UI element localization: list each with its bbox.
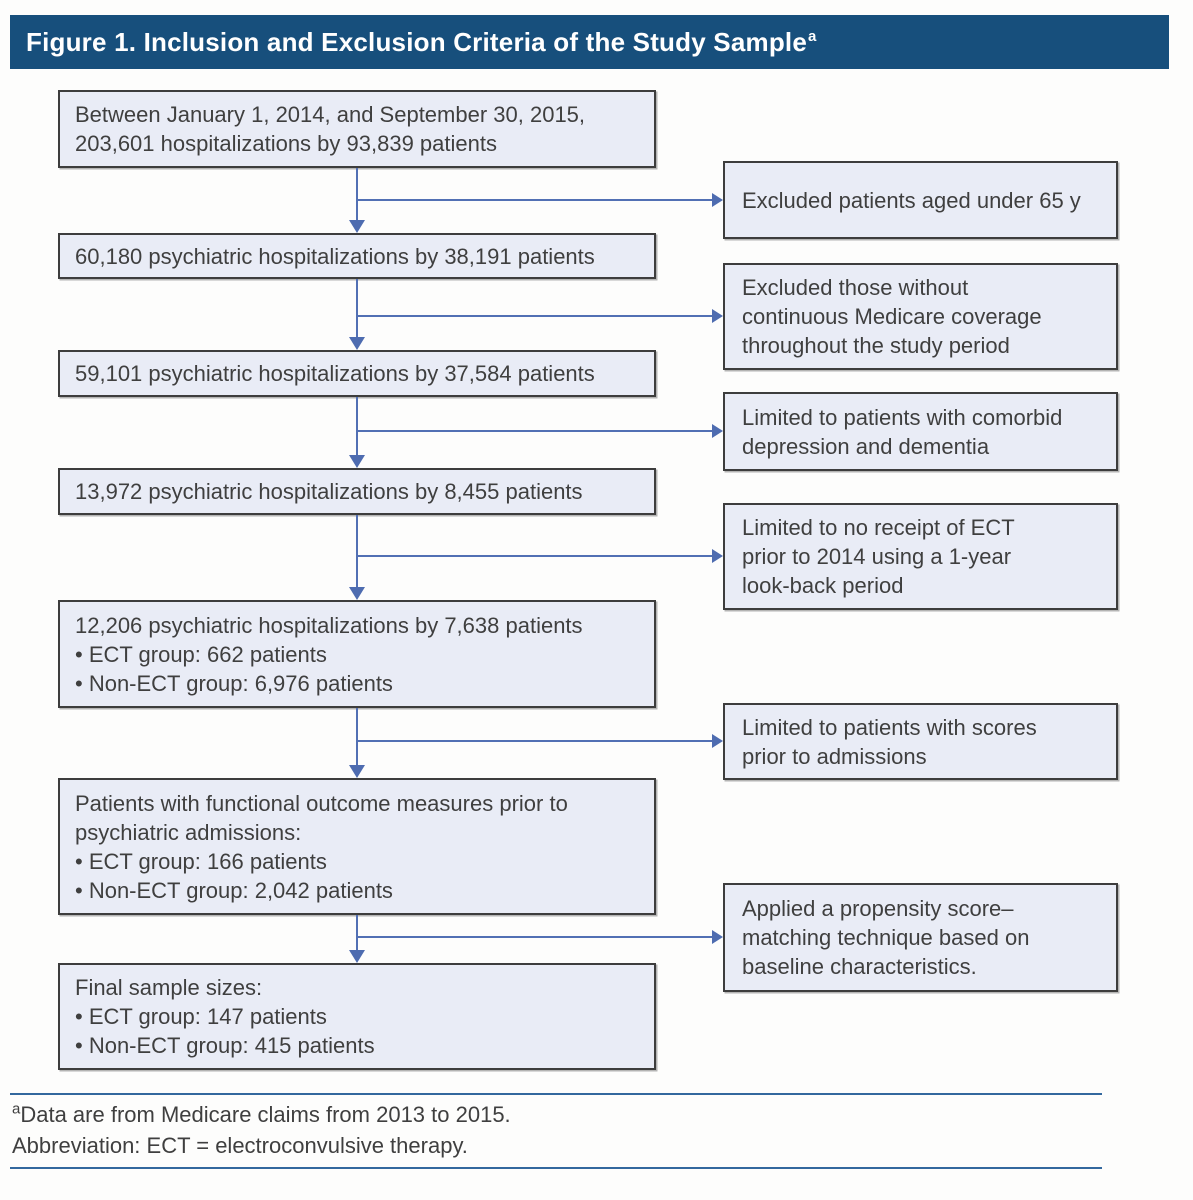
footnote-data-source-text: Data are from Medicare claims from 2013 … xyxy=(20,1102,511,1127)
box-line: Excluded patients aged under 65 y xyxy=(742,187,1081,213)
flow-box-final-sample: Final sample sizes: • ECT group: 147 pat… xyxy=(58,963,656,1070)
connector-stem-5 xyxy=(356,708,358,765)
right-arrow-icon xyxy=(712,549,723,563)
box-text: Excluded those without continuous Medica… xyxy=(725,273,1052,360)
box-text: 59,101 psychiatric hospitalizations by 3… xyxy=(60,359,605,388)
figure-title-superscript: a xyxy=(808,27,817,45)
connector-stem-4 xyxy=(356,515,358,587)
box-line: Between January 1, 2014, and September 3… xyxy=(75,102,586,127)
box-line: • Non-ECT group: 415 patients xyxy=(75,1033,375,1058)
footnote-marker: a xyxy=(12,1100,21,1118)
connector-stem-3 xyxy=(356,397,358,455)
flow-box-limited-scores: Limited to patients with scores prior to… xyxy=(723,703,1118,780)
connector-stem-1 xyxy=(356,168,358,220)
flow-box-limited-comorbid: Limited to patients with comorbid depres… xyxy=(723,392,1118,471)
down-arrow-icon xyxy=(349,587,365,600)
box-text: Final sample sizes: • ECT group: 147 pat… xyxy=(60,973,385,1060)
box-line: baseline characteristics. xyxy=(742,954,977,979)
box-line: 12,206 psychiatric hospitalizations by 7… xyxy=(75,612,583,638)
flow-box-no-prior-ect: 12,206 psychiatric hospitalizations by 7… xyxy=(58,600,656,708)
down-arrow-icon xyxy=(349,220,365,233)
flow-box-comorbid-filtered: 13,972 psychiatric hospitalizations by 8… xyxy=(58,468,656,515)
flow-box-age-filtered: 60,180 psychiatric hospitalizations by 3… xyxy=(58,233,656,279)
footnote-data-source: aData are from Medicare claims from 2013… xyxy=(12,1099,511,1130)
box-line: 60,180 psychiatric hospitalizations by 3… xyxy=(75,243,595,269)
box-line: matching technique based on xyxy=(742,925,1030,950)
box-text: Patients with functional outcome measure… xyxy=(60,789,578,905)
footnote-rule-top xyxy=(10,1093,1102,1095)
box-line: Applied a propensity score– xyxy=(742,896,1014,921)
box-line: 13,972 psychiatric hospitalizations by 8… xyxy=(75,479,583,504)
box-line: 59,101 psychiatric hospitalizations by 3… xyxy=(75,361,595,386)
box-text: 60,180 psychiatric hospitalizations by 3… xyxy=(60,242,605,271)
box-text: Limited to patients with comorbid depres… xyxy=(725,403,1072,461)
down-arrow-icon xyxy=(349,455,365,468)
box-text: 12,206 psychiatric hospitalizations by 7… xyxy=(60,611,593,698)
box-line: 203,601 hospitalizations by 93,839 patie… xyxy=(75,131,497,156)
box-line: • Non-ECT group: 6,976 patients xyxy=(75,670,393,696)
box-line: prior to admissions xyxy=(742,743,927,769)
box-line: Final sample sizes: xyxy=(75,975,263,1000)
branch-line-6 xyxy=(357,936,712,938)
footnote-abbreviation: Abbreviation: ECT = electroconvulsive th… xyxy=(12,1133,468,1158)
footnote-rule-bottom xyxy=(10,1167,1102,1169)
flow-box-functional-outcome: Patients with functional outcome measure… xyxy=(58,778,656,915)
right-arrow-icon xyxy=(712,734,723,748)
figure-title-text: Figure 1. Inclusion and Exclusion Criter… xyxy=(26,26,807,57)
branch-line-1 xyxy=(357,199,712,201)
branch-line-5 xyxy=(357,740,712,742)
box-line: throughout the study period xyxy=(742,333,1010,358)
box-text: Limited to patients with scores prior to… xyxy=(725,713,1047,771)
box-line: psychiatric admissions: xyxy=(75,819,302,845)
branch-line-3 xyxy=(357,430,712,432)
flow-box-propensity-matching: Applied a propensity score– matching tec… xyxy=(723,883,1118,992)
box-line: • ECT group: 662 patients xyxy=(75,641,327,667)
flow-box-excluded-no-medicare: Excluded those without continuous Medica… xyxy=(723,263,1118,370)
flow-box-medicare-filtered: 59,101 psychiatric hospitalizations by 3… xyxy=(58,350,656,397)
right-arrow-icon xyxy=(712,930,723,944)
connector-stem-6 xyxy=(356,915,358,950)
down-arrow-icon xyxy=(349,765,365,778)
box-line: • ECT group: 166 patients xyxy=(75,848,327,874)
down-arrow-icon xyxy=(349,337,365,350)
box-text: Applied a propensity score– matching tec… xyxy=(725,894,1039,981)
box-line: Limited to patients with scores xyxy=(742,714,1037,740)
box-line: • ECT group: 147 patients xyxy=(75,1004,327,1029)
box-line: Limited to patients with comorbid xyxy=(742,404,1063,430)
box-line: Limited to no receipt of ECT xyxy=(742,515,1015,540)
branch-line-4 xyxy=(357,555,712,557)
right-arrow-icon xyxy=(712,193,723,207)
right-arrow-icon xyxy=(712,309,723,323)
right-arrow-icon xyxy=(712,424,723,438)
box-line: • Non-ECT group: 2,042 patients xyxy=(75,877,393,903)
connector-stem-2 xyxy=(356,279,358,337)
figure-title: Figure 1. Inclusion and Exclusion Criter… xyxy=(26,27,817,58)
box-text: Limited to no receipt of ECT prior to 20… xyxy=(725,513,1025,600)
box-text: Between January 1, 2014, and September 3… xyxy=(60,100,595,158)
box-text: Excluded patients aged under 65 y xyxy=(725,186,1091,215)
box-line: Patients with functional outcome measure… xyxy=(75,790,568,816)
box-line: depression and dementia xyxy=(742,433,990,459)
footnote: aData are from Medicare claims from 2013… xyxy=(12,1099,511,1161)
flow-box-limited-no-prior-ect: Limited to no receipt of ECT prior to 20… xyxy=(723,503,1118,610)
box-line: prior to 2014 using a 1-year xyxy=(742,544,1012,569)
box-line: look-back period xyxy=(742,573,904,598)
box-line: Excluded those without xyxy=(742,275,969,300)
flow-box-initial-sample: Between January 1, 2014, and September 3… xyxy=(58,90,656,168)
figure-title-bar: Figure 1. Inclusion and Exclusion Criter… xyxy=(10,15,1169,69)
box-line: continuous Medicare coverage xyxy=(742,304,1042,329)
down-arrow-icon xyxy=(349,950,365,963)
box-text: 13,972 psychiatric hospitalizations by 8… xyxy=(60,477,593,506)
flow-box-excluded-under-65: Excluded patients aged under 65 y xyxy=(723,161,1118,239)
branch-line-2 xyxy=(357,315,712,317)
